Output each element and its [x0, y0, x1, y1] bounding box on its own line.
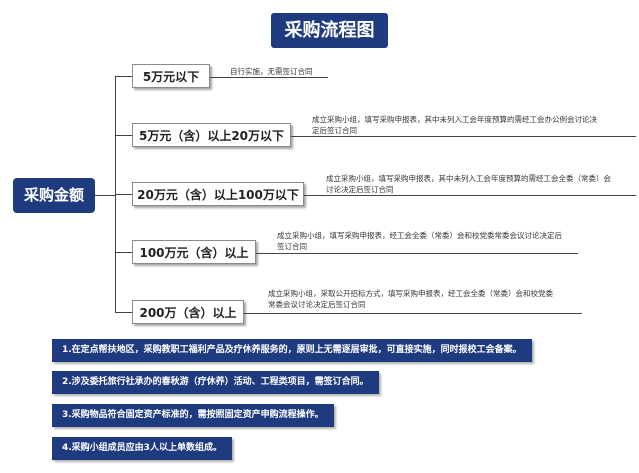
branch-note: 成立采购小组，填写采购申报表，其中未列入工会年度预算的需经工会办公例会讨论决 定…: [312, 114, 597, 136]
note-underline: [291, 136, 636, 137]
note-line: 成立采购小组，填写采购申报表，经工会全委（常委）会和校党委常委会议讨论决定后: [277, 231, 562, 240]
note-underline: [210, 77, 328, 78]
note-line: 签订合同: [277, 242, 307, 251]
branch-node: 200万（含）以上: [132, 300, 244, 324]
branch-node: 5万元（含）以上20万以下: [132, 123, 291, 147]
note-line: 自行实施，无需签订合同: [230, 67, 313, 76]
footnote: 4.采购小组成员应由3人以上单数组成。: [52, 437, 232, 460]
note-underline: [244, 313, 582, 314]
branch-connector: [115, 312, 132, 313]
note-line: 成立采购小组，采取公开招标方式，填写采购申报表，经工会全委（常委）会和校党委: [268, 289, 553, 298]
branch-note: 自行实施，无需签订合同: [230, 66, 313, 77]
note-line: 定后签订合同: [312, 126, 357, 135]
note-line: 讨论决定后签订合同: [326, 185, 394, 194]
branch-node: 100万元（含）以上: [132, 240, 256, 264]
branch-node: 20万元（含）以上100万以下: [132, 182, 304, 206]
branch-connector: [115, 194, 132, 195]
note-underline: [256, 253, 578, 254]
note-line: 常委会议讨论决定后签订合同: [268, 300, 366, 309]
note-line: 成立采购小组，填写采购申报表，其中未列入工会年度预算的需经工会办公例会讨论决: [312, 115, 597, 124]
footnote: 3.采购物品符合固定资产标准的，需按照固定资产申购流程操作。: [52, 404, 334, 427]
branch-node: 5万元以下: [132, 64, 210, 88]
branch-note: 成立采购小组，采取公开招标方式，填写采购申报表，经工会全委（常委）会和校党委 常…: [268, 288, 553, 310]
note-line: 成立采购小组，填写采购申报表，其中未列入工会年度预算的需经工会全委（常委）会: [326, 174, 611, 183]
note-underline: [304, 195, 636, 196]
diagram-title: 采购流程图: [271, 13, 388, 48]
root-node: 采购金额: [13, 178, 95, 213]
footnote: 1.在定点帮扶地区，采购教职工福利产品及疗休养服务的，原则上无需逐层审批，可直接…: [52, 339, 532, 362]
branch-connector: [115, 76, 132, 77]
branch-note: 成立采购小组，填写采购申报表，其中未列入工会年度预算的需经工会全委（常委）会 讨…: [326, 173, 611, 195]
root-connector: [95, 195, 115, 196]
footnote: 2.涉及委托旅行社承办的春秋游（疗休养）活动、工程类项目，需签订合同。: [52, 371, 379, 394]
branch-note: 成立采购小组，填写采购申报表，经工会全委（常委）会和校党委常委会议讨论决定后 签…: [277, 230, 562, 252]
branch-connector: [115, 135, 132, 136]
branch-connector: [115, 252, 132, 253]
